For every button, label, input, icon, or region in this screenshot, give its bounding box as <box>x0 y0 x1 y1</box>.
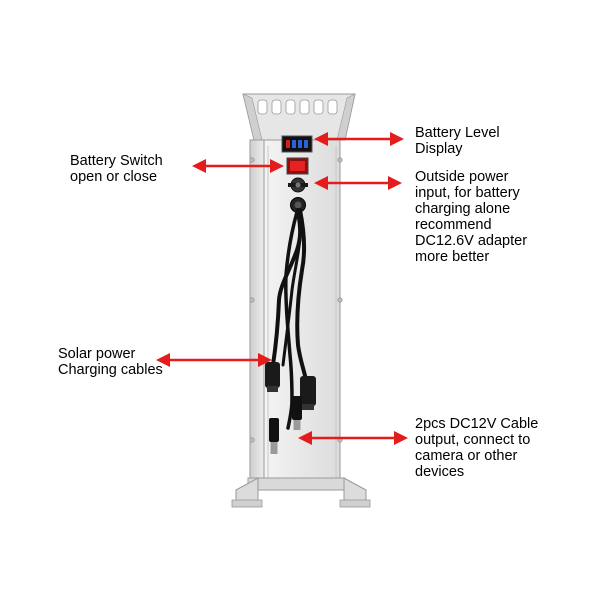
battery-level-display <box>281 135 313 153</box>
outside-power-port <box>288 177 308 193</box>
solar-connector <box>265 362 280 392</box>
cable-gland <box>290 197 306 213</box>
outlet-connector <box>300 376 316 410</box>
cap-vent-slots <box>257 99 338 115</box>
arrow-battery-level <box>314 132 404 146</box>
label-line: open or close <box>70 169 158 185</box>
dc-plug-2 <box>269 418 279 454</box>
label-line: output, connect to <box>415 432 531 448</box>
arrow-dc-output <box>298 431 408 445</box>
label-line: 2pcs DC12V Cable <box>415 416 539 432</box>
label-solar-power: Solar power Charging cables <box>58 346 163 378</box>
cable-bundle <box>271 208 308 430</box>
label-line: Solar power <box>58 346 136 362</box>
arrow-solar-power <box>156 353 272 367</box>
pillar-base <box>231 477 371 508</box>
label-line: devices <box>415 464 465 480</box>
label-outside-power: Outside power input, for battery chargin… <box>415 169 527 265</box>
label-line: Display <box>415 141 463 157</box>
label-line: Charging cables <box>58 362 163 378</box>
top-cap <box>242 93 356 141</box>
label-line: Battery Switch <box>70 153 163 169</box>
label-line: recommend <box>415 217 492 233</box>
arrow-battery-switch <box>192 159 284 173</box>
label-line: Battery Level <box>415 125 500 141</box>
label-battery-switch: Battery Switch open or close <box>70 153 163 185</box>
label-line: DC12.6V adapter <box>415 233 528 249</box>
battery-switch <box>286 157 309 175</box>
dc-plug-1 <box>292 396 302 430</box>
label-line: Outside power <box>415 169 509 185</box>
label-line: more better <box>415 249 490 265</box>
label-line: charging alone <box>415 201 511 217</box>
arrow-outside-power <box>314 176 402 190</box>
label-line: input, for battery <box>415 185 520 201</box>
label-battery-level: Battery Level Display <box>415 125 500 157</box>
label-dc-output: 2pcs DC12V Cable output, connect to came… <box>415 416 538 480</box>
label-line: camera or other <box>415 448 518 464</box>
arrows <box>156 132 408 445</box>
